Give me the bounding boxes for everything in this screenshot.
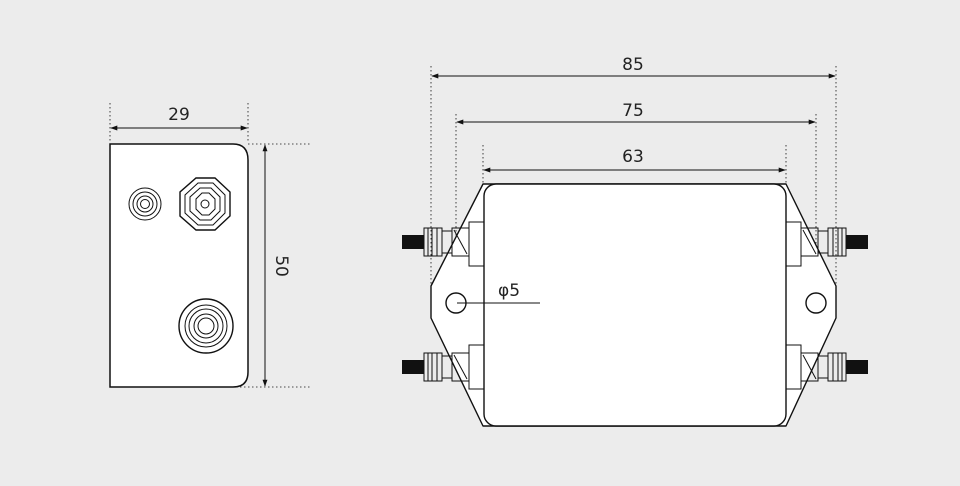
side-terminal-large	[178, 298, 234, 354]
front-view: 85 75 63 φ5	[402, 55, 868, 427]
side-body-outline	[109, 143, 249, 388]
terminal-left-top	[402, 221, 485, 267]
side-width-label: 29	[168, 105, 190, 125]
mounting-hole-right	[805, 292, 827, 314]
side-terminal-octagon	[179, 177, 231, 231]
side-view: 29 50	[109, 103, 312, 388]
overall-width-label: 85	[622, 55, 644, 75]
side-height-label: 50	[271, 255, 291, 277]
terminal-right-bottom	[785, 344, 868, 390]
filter-body-outline	[483, 183, 787, 427]
hole-spacing-label: 75	[622, 101, 644, 121]
side-terminal-small	[128, 187, 162, 221]
terminal-right-top	[785, 221, 868, 267]
hole-diameter-label: φ5	[498, 281, 520, 301]
body-width-label: 63	[622, 147, 644, 167]
terminal-left-bottom	[402, 344, 485, 390]
